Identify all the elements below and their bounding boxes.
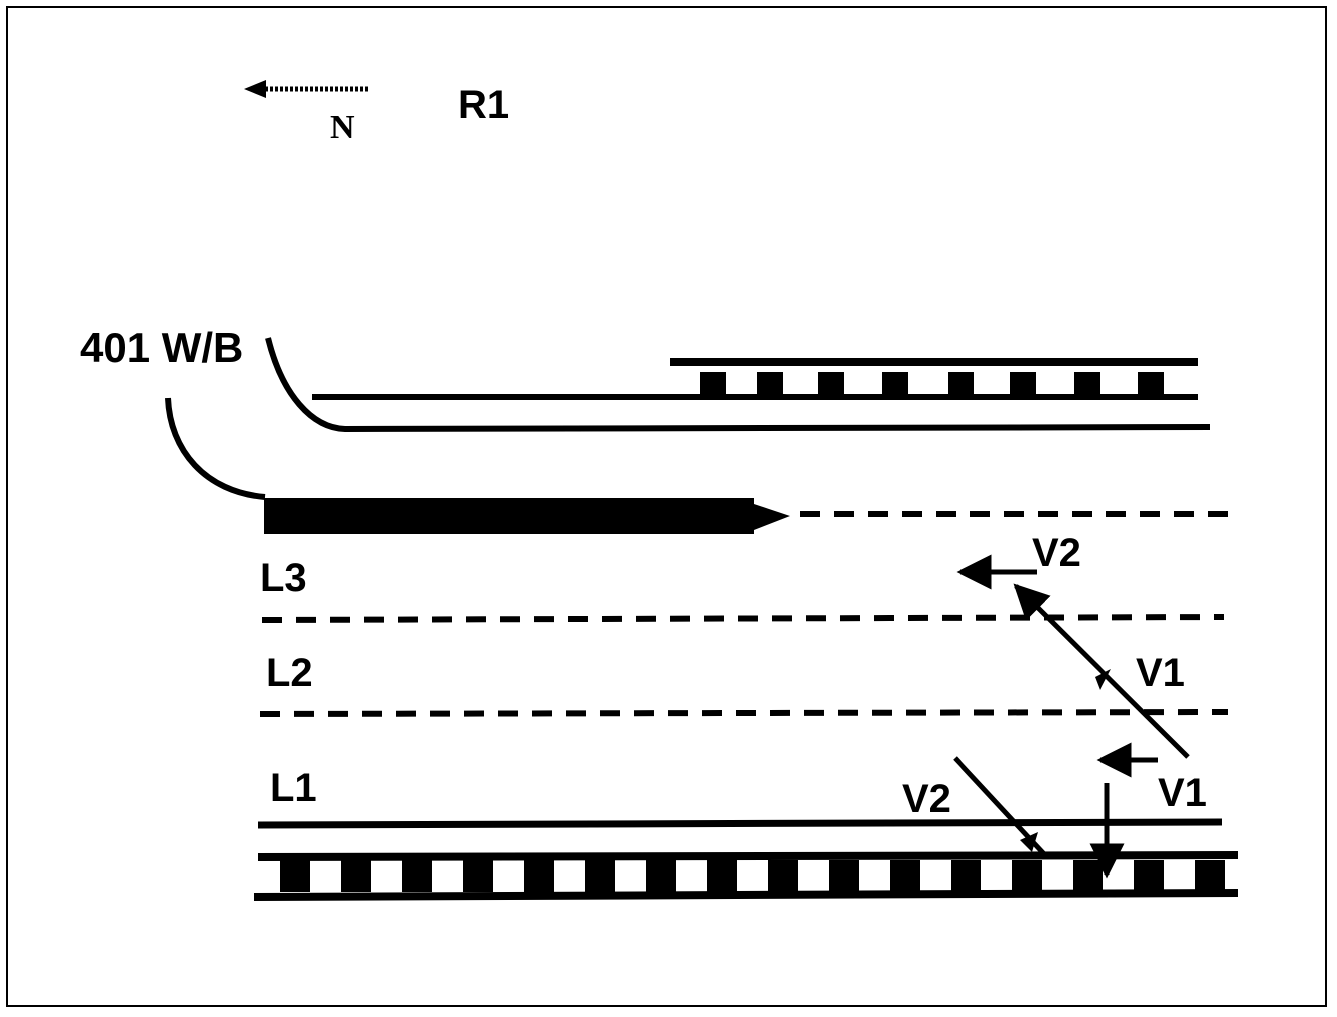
- v1-path-arrow: [1013, 583, 1190, 759]
- rail-tie: [1010, 372, 1036, 400]
- vehicle-paths: [953, 554, 1190, 879]
- rail-tie: [707, 860, 737, 892]
- rail-tie: [818, 372, 844, 400]
- vehicle-label-v1-upper: V1: [1136, 651, 1185, 695]
- rail-tie: [1195, 860, 1225, 892]
- rail-tie: [890, 860, 920, 892]
- rail-tie: [829, 860, 859, 892]
- v2-impact-arrow-icon: [1020, 832, 1038, 852]
- rail-tie: [585, 860, 615, 892]
- road-edge-line: [257, 818, 1223, 829]
- lane-label-l3: L3: [260, 556, 307, 600]
- rail-tie: [757, 372, 783, 400]
- lower-rail-barrier: [253, 851, 1239, 901]
- vehicle-label-v1-lower: V1: [1158, 771, 1207, 815]
- vehicle-label-v2-upper: V2: [1032, 531, 1081, 575]
- rail-tie: [463, 860, 493, 892]
- lane-label-l1: L1: [270, 766, 317, 810]
- rail-tie: [882, 372, 908, 400]
- gore-bar: [264, 498, 790, 534]
- rail-tie: [280, 860, 310, 892]
- rail-tie: [951, 860, 981, 892]
- ramp-inner-edge: [165, 397, 266, 500]
- v1-path-mid-arrow-icon: [1095, 669, 1111, 690]
- north-arrow-icon: [244, 80, 368, 98]
- rail-tie: [646, 860, 676, 892]
- lane-divider-l2-l1: [259, 709, 1229, 717]
- rail-tie: [1134, 860, 1164, 892]
- rail-tie: [1073, 860, 1103, 892]
- vehicle-label-v2-lower: V2: [902, 777, 951, 821]
- rail-tie: [341, 860, 371, 892]
- rail-tie: [1138, 372, 1164, 400]
- rail-tie: [948, 372, 974, 400]
- north-label: N: [330, 109, 355, 146]
- rail-tie: [768, 860, 798, 892]
- rail-tie: [1074, 372, 1100, 400]
- diagram-id-label: R1: [458, 83, 509, 127]
- rail-tie: [524, 860, 554, 892]
- lane-divider-l3-l2: [261, 614, 1225, 623]
- ramp-outer-edge: [265, 337, 1211, 433]
- upper-rail-barrier: [312, 358, 1198, 400]
- rail-tie: [402, 860, 432, 892]
- rail-tie: [1012, 860, 1042, 892]
- ramp-label: 401 W/B: [80, 324, 243, 371]
- rail-tie: [700, 372, 726, 400]
- lane-label-l2: L2: [266, 651, 313, 695]
